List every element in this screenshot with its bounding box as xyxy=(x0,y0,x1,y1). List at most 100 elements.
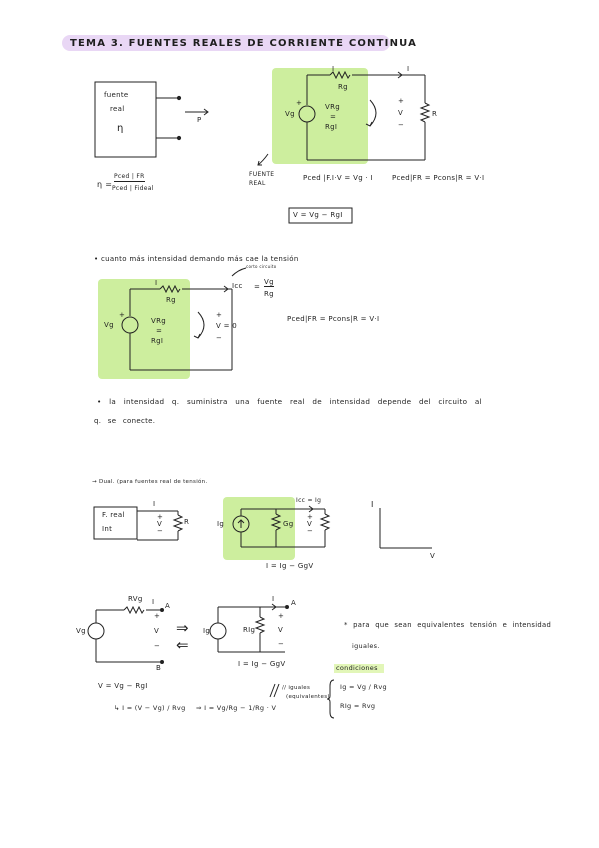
i-label-1: I xyxy=(332,65,335,73)
fig3-plus2: + xyxy=(307,513,314,521)
rg-label: Rg xyxy=(338,83,348,91)
fuente-real-highlight-2 xyxy=(98,279,190,379)
fig4-note-1: * para que sean equivalentes tensión e i… xyxy=(344,621,552,629)
page-title: TEMA 3. FUENTES REALES DE CORRIENTE CONT… xyxy=(70,38,418,49)
fig4-eq-v: V = Vg − RgI xyxy=(98,682,148,690)
fig3-gg: Gg xyxy=(283,520,294,528)
fig4-arrow-r: ⇒ xyxy=(176,619,189,637)
boxed-eq: V = Vg − RgI xyxy=(293,211,343,219)
iguales-1: // iguales xyxy=(282,685,311,691)
fig4-v2: V xyxy=(278,626,284,634)
fig4-minus2: − xyxy=(278,640,285,648)
fuente-real-2: REAL xyxy=(249,180,266,187)
box-int: Int xyxy=(102,525,113,533)
fig4-rig: RIg xyxy=(243,626,256,634)
fig3-r: R xyxy=(184,518,190,526)
arrow-p-label: P xyxy=(197,116,202,124)
icc-den: Rg xyxy=(264,290,274,298)
fig2-v0: V = 0 xyxy=(216,322,238,330)
fig4-rvg: RVg xyxy=(128,595,143,603)
fig4-i2: I xyxy=(272,595,275,603)
cond-1: Ig = Vg / Rvg xyxy=(340,683,387,691)
eta-num: Pced | FR xyxy=(114,173,145,182)
fig2-v-minus: − xyxy=(216,334,223,342)
cond-2: RIg = Rvg xyxy=(340,702,376,710)
fig2-v-plus: + xyxy=(216,311,223,319)
fig2-rg-label: Rg xyxy=(166,296,176,304)
note-line-1: • la intensidad q. suministra una fuente… xyxy=(97,397,482,406)
v-minus: − xyxy=(398,121,405,129)
fig3-i: I xyxy=(153,500,156,508)
fig2-vg-plus: + xyxy=(119,311,126,319)
fig4-a1: A xyxy=(165,602,171,610)
fuente-real-highlight-1 xyxy=(272,68,368,164)
dual-label: → Dual. (para fuentes real de tensión. xyxy=(92,479,208,485)
fig3-minus2: − xyxy=(307,527,314,535)
eq-pced-fiv: Pced |F.I·V = Vg · I xyxy=(303,174,373,182)
vrg-2: = xyxy=(330,113,337,121)
fig3-v: V xyxy=(157,520,163,528)
fig4-a2: A xyxy=(291,599,297,607)
f-real-int-box xyxy=(93,506,138,540)
fig4-b: B xyxy=(156,664,162,672)
axis-v-label: V xyxy=(430,552,436,560)
deriv-2: ⇒ I = Vg/Rg − 1/Rg · V xyxy=(196,704,277,712)
icc-label: Icc xyxy=(232,282,243,290)
fig3-icc-ig: Icc = Ig xyxy=(296,497,322,504)
fig3-v2: V xyxy=(307,520,313,528)
fig2-vrg-2: = xyxy=(156,327,163,335)
fig2-i-label: I xyxy=(155,279,158,287)
box-text-fuente: fuente xyxy=(104,91,129,99)
corto-arrow xyxy=(231,267,247,277)
vg-label: Vg xyxy=(285,110,295,118)
fig4-i1: I xyxy=(152,598,155,606)
fig3-eq: I = Ig − GgV xyxy=(266,562,314,570)
cond-title: condiciones xyxy=(336,664,378,672)
r-label: R xyxy=(432,110,438,118)
eta-lhs: η = xyxy=(97,180,113,189)
bullet-intensidad: • cuanto más intensidad demando más cae … xyxy=(94,255,299,263)
fig2-vg-label: Vg xyxy=(104,321,114,329)
fig4-note-2: iguales. xyxy=(352,642,380,650)
i-label-2: I xyxy=(407,65,410,73)
fig2-vrg-1: VRg xyxy=(151,317,166,325)
fig4-plus1: + xyxy=(154,612,161,620)
fig4-minus1: − xyxy=(154,642,161,650)
fig4-v1: V xyxy=(154,627,160,635)
fig2-eq: Pced|FR = Pcons|R = V·I xyxy=(287,315,380,323)
fuente-real-arrow xyxy=(257,153,269,166)
vrg-3: RgI xyxy=(325,123,338,131)
fig4-eq-i: I = Ig − GgV xyxy=(238,660,286,668)
fig4-ig: Ig xyxy=(203,627,211,635)
box-eta: η xyxy=(117,123,124,134)
v-plus: + xyxy=(398,97,405,105)
fig4-vg: Vg xyxy=(76,627,86,635)
icc-eq: = xyxy=(254,283,261,291)
deriv-1: ↳ I = (V − Vg) / Rvg xyxy=(114,704,186,712)
vrg-1: VRg xyxy=(325,103,340,111)
iguales-2: (equivalentes) xyxy=(286,694,330,700)
fig4-arrow-l: ⇐ xyxy=(176,636,189,654)
condiciones-highlight xyxy=(334,664,384,673)
eq-pced-fr: Pced|FR = Pcons|R = V·I xyxy=(392,174,485,182)
fuente-real-box xyxy=(94,81,157,158)
fig2-vrg-3: RgI xyxy=(151,337,164,345)
fig4-plus2: + xyxy=(278,612,285,620)
box-text-real: real xyxy=(110,105,125,113)
note-line-2: q. se conecte. xyxy=(94,417,156,425)
fuente-int-highlight xyxy=(223,497,295,560)
fig3-plus: + xyxy=(157,513,164,521)
fig3-minus: − xyxy=(157,527,164,535)
icc-num: Vg xyxy=(264,278,274,287)
fuente-real-1: FUENTE xyxy=(249,171,275,178)
axis-i-label: I xyxy=(371,500,374,509)
corto-label: corto circuito xyxy=(246,264,277,269)
fig3-ig: Ig xyxy=(217,520,225,528)
v-label: V xyxy=(398,109,404,117)
boxed-equation xyxy=(288,207,353,224)
vg-plus: + xyxy=(296,99,303,107)
eta-den: Pced | Fideal xyxy=(112,185,154,192)
conditions-brace xyxy=(326,679,335,719)
box-f-real: F. real xyxy=(102,511,125,519)
